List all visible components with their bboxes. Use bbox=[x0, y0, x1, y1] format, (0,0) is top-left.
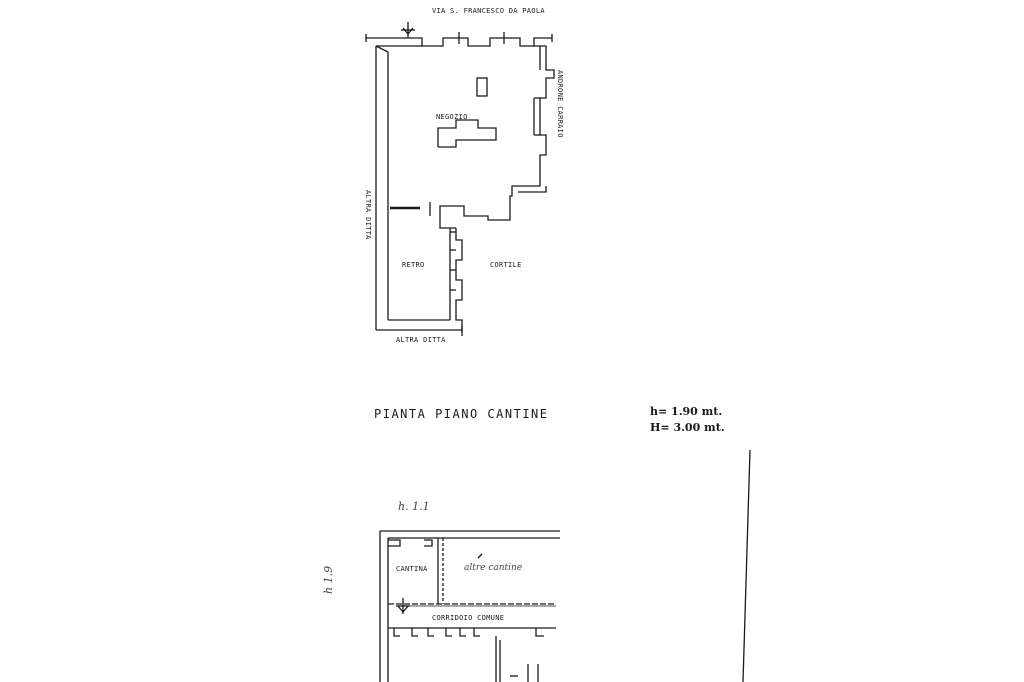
ground-floor-plan bbox=[365, 22, 555, 336]
cellar-plan bbox=[379, 530, 560, 682]
handwritten-note-side: h 1.9 bbox=[322, 565, 335, 594]
room-label-negozio: NEGOZIO bbox=[436, 113, 468, 121]
neighbor-label-bottom: ALTRA DITTA bbox=[396, 336, 446, 344]
room-label-retro: RETRO bbox=[402, 261, 425, 269]
cellar-plan-title: PIANTA PIANO CANTINE bbox=[374, 407, 549, 421]
height-note-high: H= 3.00 mt. bbox=[650, 421, 725, 434]
room-label-cortile: CORTILE bbox=[490, 261, 522, 269]
pillar-shape bbox=[476, 77, 488, 97]
room-label-corridoio: CORRIDOIO COMUNE bbox=[432, 614, 505, 622]
street-label: VIA S. FRANCESCO DA PAOLA bbox=[432, 7, 545, 15]
room-label-altre-cantine: altre cantine bbox=[464, 563, 523, 573]
neighbor-label-side: ALTRA DITTA bbox=[364, 190, 372, 240]
room-label-androne: ANDRONE CARRAIO bbox=[556, 70, 564, 138]
height-note-low: h= 1.90 mt. bbox=[650, 405, 723, 418]
room-label-cantina: CANTINA bbox=[396, 565, 428, 573]
sheet-border-line bbox=[742, 449, 751, 682]
stair-arrow-icon bbox=[396, 598, 410, 614]
handwritten-note-top: h. 1.1 bbox=[398, 500, 430, 513]
entrance-arrow-icon bbox=[401, 22, 415, 38]
